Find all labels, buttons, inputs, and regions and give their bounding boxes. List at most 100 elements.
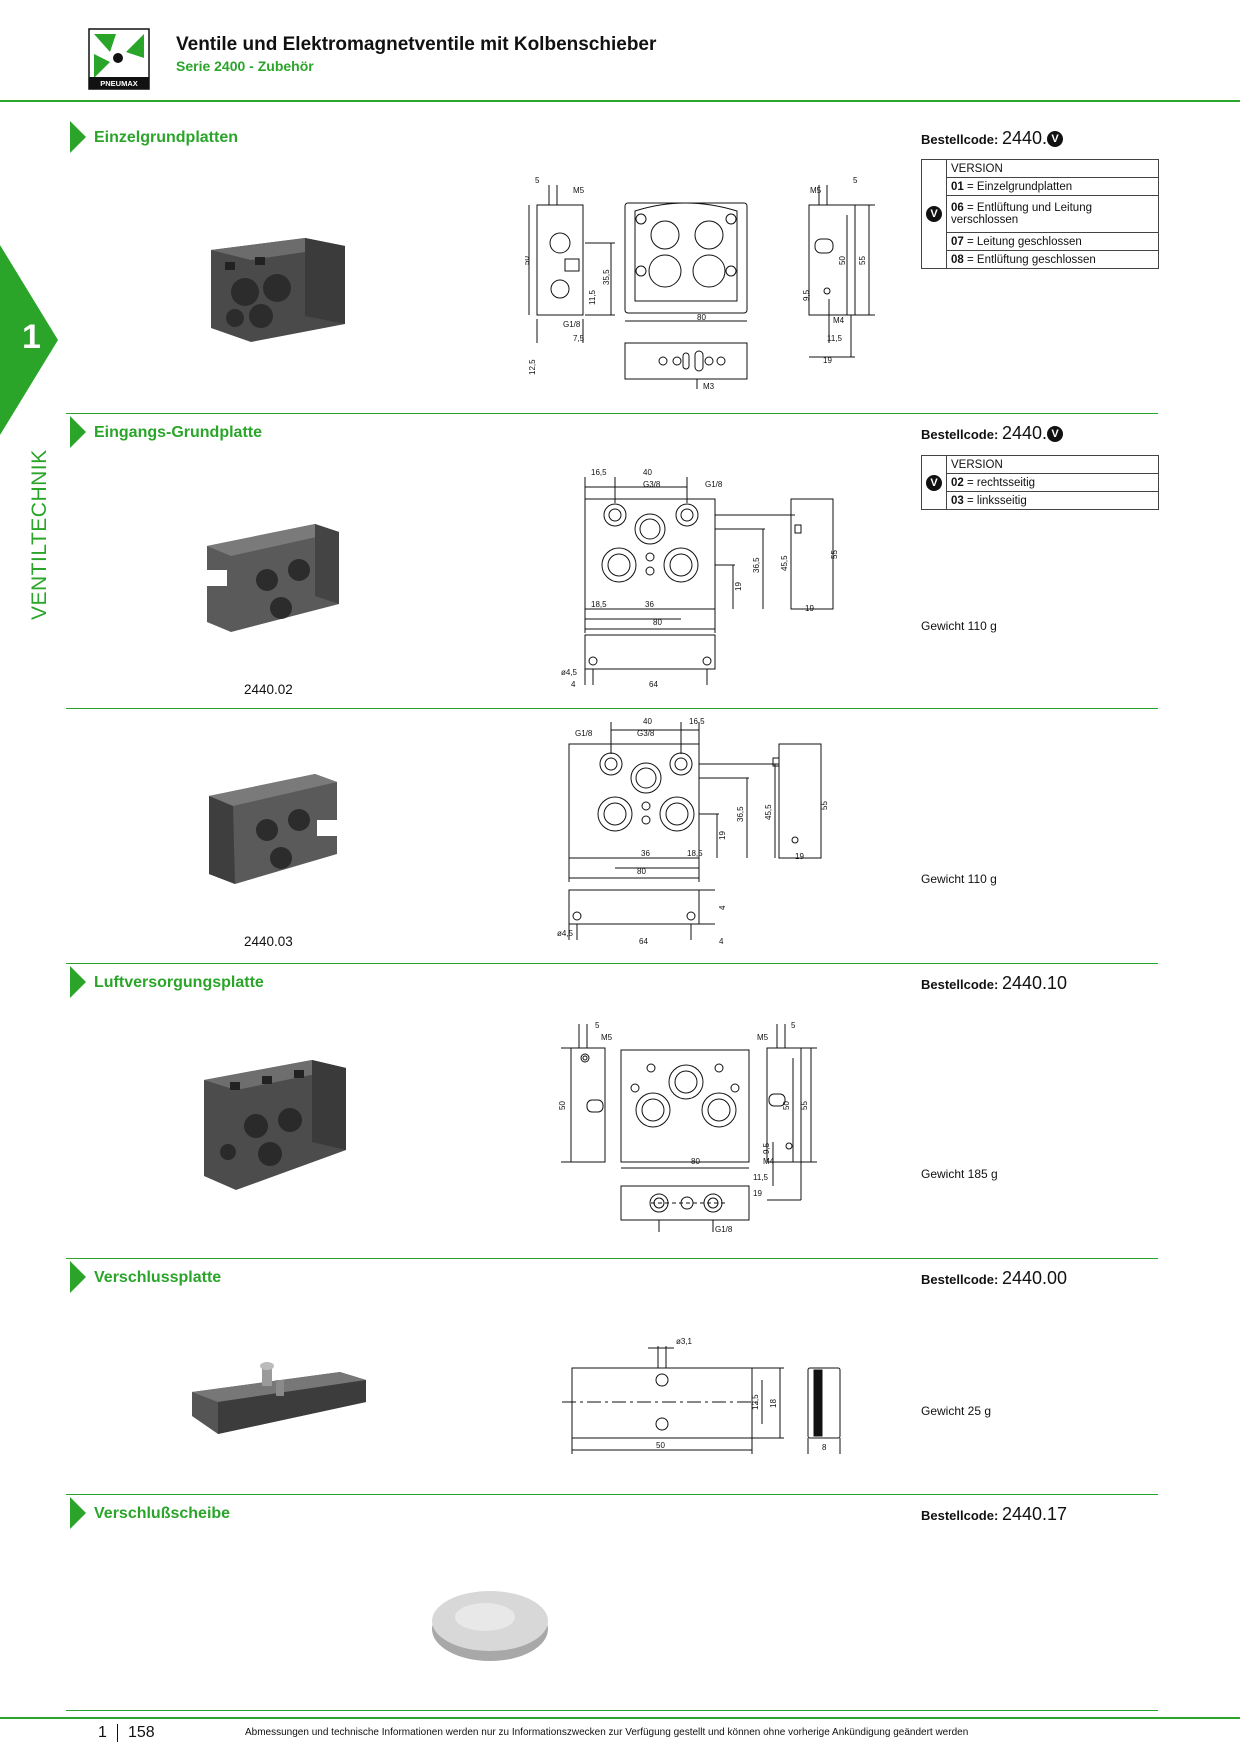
order-code-value: 2440.17 [1001,1504,1068,1524]
section-title-einzelgrundplatten: Einzelgrundplatten [94,129,238,146]
order-code-value: 2440. [1001,128,1047,148]
section-divider [66,963,1158,964]
svg-text:19: 19 [805,604,814,613]
product-photo-verschlussplatte [192,1362,366,1434]
page-subtitle: Serie 2400 - Zubehör [176,58,314,74]
product-photo-luftversorgungsplatte [204,1060,346,1190]
svg-text:12,5: 12,5 [751,1394,760,1410]
svg-text:64: 64 [649,680,658,689]
svg-text:8: 8 [822,1443,827,1452]
svg-text:36: 36 [641,849,650,858]
order-code-value: 2440.10 [1001,973,1068,993]
drawing-eingangs-grundplatte-02: 16,5 40 G3/8 G1/8 36,5 45,5 19 55 18,5 3… [561,468,839,689]
svg-text:16,5: 16,5 [689,717,705,726]
svg-text:M5: M5 [573,186,585,195]
svg-text:G1/8: G1/8 [563,320,581,329]
svg-text:G1/8: G1/8 [575,729,593,738]
order-code-verschlussscheibe: Bestellcode: 2440.17 [921,1504,1067,1525]
section-arrow-icon [70,1497,86,1529]
svg-text:11,5: 11,5 [827,334,843,343]
version-row: 01 = Einzelgrundplatten [946,177,1159,196]
svg-text:40: 40 [643,468,652,477]
svg-text:M5: M5 [810,186,822,195]
order-label: Bestellcode: [921,427,999,442]
svg-text:18: 18 [769,1399,778,1408]
chapter-label: VENTILTECHNIK [28,449,51,620]
svg-text:16,5: 16,5 [591,468,607,477]
svg-text:9,5: 9,5 [802,289,811,301]
svg-text:50: 50 [782,1101,791,1110]
section-divider [66,1258,1158,1259]
svg-text:G3/8: G3/8 [643,480,661,489]
version-header: VERSION [946,159,1159,178]
svg-text:18,5: 18,5 [687,849,703,858]
order-code-eingangs-grundplatte: Bestellcode: 2440.V [921,423,1063,444]
svg-text:G3/8: G3/8 [637,729,655,738]
svg-text:4: 4 [719,937,724,946]
svg-text:45,5: 45,5 [780,555,789,571]
section-title-verschlussscheibe: Verschlußscheibe [94,1505,231,1522]
svg-text:55: 55 [830,550,839,559]
drawing-verschlussplatte: ø3,1 12,5 18 50 8 [562,1337,841,1454]
footer-chapter: 1 [98,1724,107,1741]
order-code-value: 2440. [1001,423,1047,443]
svg-text:4: 4 [718,905,727,910]
weight-eingangs-03: Gewicht 110 g [921,872,997,886]
svg-text:5: 5 [853,176,858,185]
chapter-tab [0,245,58,435]
svg-text:55: 55 [820,801,829,810]
svg-text:12,5: 12,5 [528,359,537,375]
svg-text:80: 80 [697,313,706,322]
drawing-eingangs-grundplatte-03: G1/8 40 16,5 G3/8 36,5 45,5 19 55 36 18,… [557,717,829,946]
svg-text:ø4,5: ø4,5 [561,668,578,677]
svg-text:36,5: 36,5 [752,557,761,573]
svg-text:36: 36 [645,600,654,609]
drawing-luftversorgungsplatte: 5 M5 50 80 G1/8 M5 5 9,5 50 55 M4 11,5 1… [558,1021,817,1234]
svg-text:M5: M5 [757,1033,769,1042]
svg-text:19: 19 [795,852,804,861]
part-number-2440-02: 2440.02 [244,682,293,697]
product-photo-2440-03 [209,774,337,884]
version-row: 08 = Entlüftung geschlossen [946,250,1159,269]
weight-verschlussplatte: Gewicht 25 g [921,1404,992,1418]
section-arrow-icon [70,121,86,153]
svg-text:45,5: 45,5 [764,804,773,820]
svg-text:50: 50 [838,256,847,265]
version-table-eingangs-grundplatte: V VERSION 02 = rechtsseitig 03 = linksse… [921,455,1159,510]
section-title-verschlussplatte: Verschlussplatte [94,1269,222,1286]
version-badge-icon: V [1046,131,1063,147]
svg-text:40: 40 [643,717,652,726]
section-divider [66,413,1158,414]
svg-text:19: 19 [753,1189,762,1198]
weight-luftversorgungsplatte: Gewicht 185 g [921,1167,998,1181]
version-badge-icon: V [1046,426,1063,442]
svg-text:G1/8: G1/8 [715,1225,733,1234]
svg-text:50: 50 [525,256,531,265]
svg-text:4: 4 [571,680,576,689]
svg-text:7,5: 7,5 [573,334,585,343]
order-label: Bestellcode: [921,1272,999,1287]
svg-text:G1/8: G1/8 [705,480,723,489]
footer-bottom-line [0,1717,1240,1719]
section-divider [66,1494,1158,1495]
order-code-value: 2440.00 [1001,1268,1068,1288]
version-table-einzelgrundplatten: V VERSION 01 = Einzelgrundplatten 06 = E… [921,159,1159,269]
part-number-2440-03: 2440.03 [244,934,293,949]
header-divider [0,100,1240,102]
version-row: 02 = rechtsseitig [946,473,1159,492]
order-label: Bestellcode: [921,1508,999,1523]
chapter-number: 1 [22,318,41,356]
svg-text:55: 55 [858,256,867,265]
product-photo-verschlussscheibe [432,1591,548,1661]
svg-text:50: 50 [656,1441,665,1450]
section-divider [66,708,1158,709]
svg-text:M3: M3 [703,382,715,391]
page-number: 158 [128,1724,155,1741]
svg-text:M5: M5 [601,1033,613,1042]
svg-text:ø3,1: ø3,1 [676,1337,693,1346]
version-badge-icon: V [926,474,942,491]
svg-text:M4: M4 [833,316,845,325]
version-badge-icon: V [926,206,942,222]
weight-eingangs-02: Gewicht 110 g [921,619,997,633]
version-header: VERSION [946,455,1159,474]
